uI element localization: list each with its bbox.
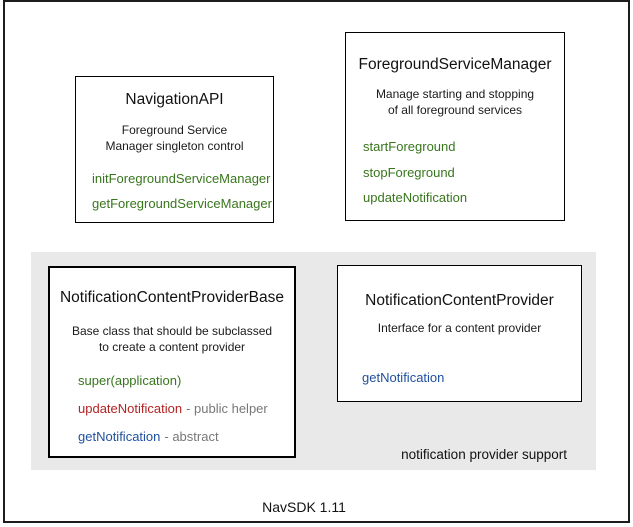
class-description: Interface for a content provider [338,320,581,336]
method-name: getNotification [78,429,161,444]
description-line: Manager singleton control [105,139,244,153]
method-start-foreground: startForeground [363,139,456,154]
class-title: NotificationContentProviderBase [59,289,284,306]
method-update-notification: updateNotification [363,190,468,205]
class-description: Foreground Service Manager singleton con… [76,122,273,154]
method-update-notification: updateNotification- public helper [78,401,268,416]
description-line: Base class that should be subclassed [71,324,273,338]
method-note: - public helper [186,401,268,416]
method-get-notification: getNotification- abstract [78,429,219,444]
class-description: Manage starting and stopping of all fore… [346,86,564,118]
method-name: super(application) [78,373,182,388]
class-box-navigation-api: NavigationAPI Foreground Service Manager… [75,76,274,223]
method-init-foreground-service-manager: initForegroundServiceManager [92,171,271,186]
description-line: Foreground Service [121,123,228,137]
method-name: updateNotification [78,401,183,416]
class-box-foreground-service-manager: ForegroundServiceManager Manage starting… [345,32,565,221]
sdk-version-label: NavSDK 1.11 [262,499,346,515]
panel-label: notification provider support [401,447,567,462]
method-get-notification: getNotification [362,370,445,385]
class-description: Base class that should be subclassed to … [50,323,294,355]
method-super-application: super(application) [78,373,185,388]
method-note: - abstract [164,429,219,444]
description-line: of all foreground services [387,103,523,117]
description-line: Interface for a content provider [377,321,542,335]
description-line: Manage starting and stopping [375,87,535,101]
class-box-notification-content-provider: NotificationContentProvider Interface fo… [337,265,582,402]
method-get-foreground-service-manager: getForegroundServiceManager [92,196,272,211]
class-title: ForegroundServiceManager [358,56,552,73]
method-stop-foreground: stopForeground [363,165,455,180]
class-box-notification-content-provider-base: NotificationContentProviderBase Base cla… [48,266,296,458]
description-line: to create a content provider [98,340,246,354]
class-title: NavigationAPI [125,91,224,108]
class-title: NotificationContentProvider [365,292,554,309]
